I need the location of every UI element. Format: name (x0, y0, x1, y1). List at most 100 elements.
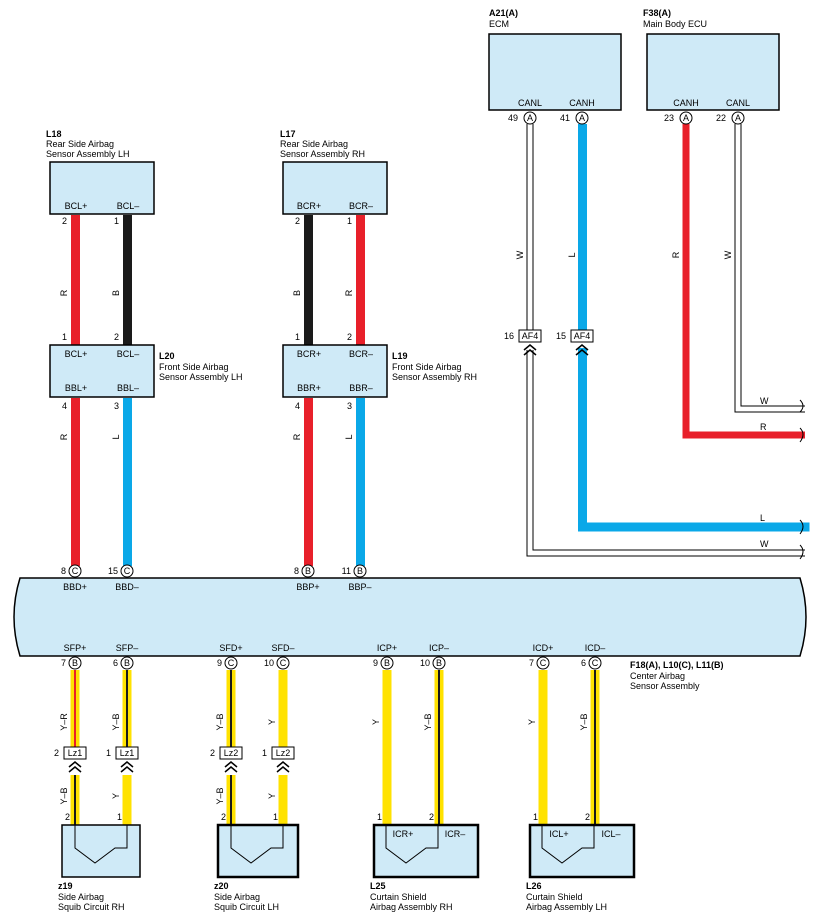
l20-wire-color1: R (59, 433, 69, 440)
l17-name1: Rear Side Airbag (280, 139, 348, 149)
ecm-pin-canl: CANL (518, 98, 542, 108)
z20-code: z20 (214, 881, 229, 891)
lz1-label-b: Lz1 (120, 748, 135, 758)
l26-pin-p2: ICL– (601, 829, 620, 839)
center-bottom-pin-3 (276, 656, 290, 670)
l17-pin-n1: 2 (295, 216, 300, 226)
ecm-pin-41: 41 (560, 113, 570, 123)
center-top-pin-3 (353, 564, 367, 578)
mb-pin-22: 22 (716, 113, 726, 123)
l25-name2: Airbag Assembly RH (370, 902, 453, 912)
center-bottom-conn-1: B (124, 658, 130, 668)
center-bottom-num-1: 6 (113, 658, 118, 668)
center-top-conn-2: B (305, 566, 311, 576)
center-bottom-label-1: SFP– (116, 643, 139, 653)
z19-pin-n1: 2 (65, 812, 70, 822)
center-bottom-conn-0: B (72, 658, 78, 668)
center-bottom-pin-1 (120, 656, 134, 670)
wire-upper-6 (538, 670, 548, 825)
lz2-pin-2: 2 (210, 748, 215, 758)
l17-code: L17 (280, 129, 296, 139)
z19-box (61, 824, 141, 878)
z20-name2: Squib Circuit LH (214, 902, 279, 912)
l25-pin-p1: ICR+ (393, 829, 414, 839)
wire-color-lower-2: Y–B (215, 787, 225, 804)
z19-name1: Side Airbag (58, 892, 104, 902)
center-top-label-3: BBP– (348, 582, 371, 592)
l18-pin2: BCL– (117, 201, 140, 211)
l20-pin-tn2: 2 (114, 332, 119, 342)
l25-code: L25 (370, 881, 386, 891)
main-body-ecu-component: F38(A) Main Body ECU CANH CANL (643, 8, 780, 111)
l19-wire-color1: R (292, 433, 302, 440)
center-label: F18(A), L10(C), L11(B) Center Airbag Sen… (630, 660, 724, 691)
center-bottom-conn-3: C (280, 658, 287, 668)
lz2-pin-1: 1 (262, 748, 267, 758)
l19-pin-bn1: 4 (295, 401, 300, 411)
center-airbag-sensor-box (13, 577, 807, 657)
center-bottom-pin-4 (380, 656, 394, 670)
z20-pin-n2: 1 (273, 812, 278, 822)
center-top-conn-1: C (124, 566, 131, 576)
l25-box (372, 823, 480, 879)
l20-pin-b1: BBL+ (65, 383, 87, 393)
l19-pin-b2: BBR– (349, 383, 373, 393)
center-top-num-2: 8 (294, 566, 299, 576)
wire-color-upper-2: Y–B (215, 713, 225, 730)
wire-color-upper-7: Y–B (579, 713, 589, 730)
l17-box (282, 161, 388, 215)
center-bottom-label-5: ICP– (429, 643, 449, 653)
l17-wire-color2: R (344, 289, 354, 296)
mb-conn-a-2: A (735, 113, 741, 123)
can-wires (526, 124, 810, 560)
l20-component: BCL+ BCL– BBL+ BBL– L20 Front Side Airba… (49, 344, 243, 398)
l25-pin-p2: ICR– (445, 829, 466, 839)
center-bottom-num-6: 7 (529, 658, 534, 668)
ecm-box (488, 33, 622, 111)
lz1-label-a: Lz1 (68, 748, 83, 758)
wire-color-lower-3: Y (267, 793, 277, 799)
center-bottom-num-4: 9 (373, 658, 378, 668)
center-bottom-label-7: ICD– (585, 643, 606, 653)
af4-connectors: AF4 16 AF4 15 (504, 329, 594, 356)
l20-code: L20 (159, 351, 175, 361)
wire-upper-3 (278, 670, 288, 747)
l17-pin-n2: 1 (347, 216, 352, 226)
center-name1: Center Airbag (630, 671, 685, 681)
l18-name2: Sensor Assembly LH (46, 149, 130, 159)
l19-wire-color2: L (344, 434, 354, 439)
wire-color-lower-0: Y–B (59, 787, 69, 804)
center-top-num-1: 15 (108, 566, 118, 576)
center-top-label-0: BBD+ (63, 582, 87, 592)
l19-pin-t2: BCR– (349, 349, 373, 359)
ecm-pin-canh: CANH (569, 98, 595, 108)
l19-pin-tn1: 1 (295, 332, 300, 342)
center-bottom-conn-4: B (384, 658, 390, 668)
center-bottom-pin-7 (588, 656, 602, 670)
l20-pin-bn2: 3 (114, 401, 119, 411)
l18-pin-n1: 2 (62, 216, 67, 226)
l19-name1: Front Side Airbag (392, 362, 462, 372)
l26-squib-symbol (541, 825, 595, 864)
l20-wire-color2: L (111, 434, 121, 439)
l18-name1: Rear Side Airbag (46, 139, 114, 149)
l26-pin-n1: 1 (533, 812, 538, 822)
mb-conn-a-1: A (683, 113, 689, 123)
l25-squib-symbol (385, 825, 439, 864)
l19-pin-bn2: 3 (347, 401, 352, 411)
l18-wire-color1: R (59, 289, 69, 296)
main-body-code: F38(A) (643, 8, 671, 18)
lz-connectors: Lz1 2 Lz1 1 Lz2 2 Lz2 1 (54, 746, 295, 773)
l19-pin-t1: BCR+ (297, 349, 321, 359)
z20-pin-n1: 2 (221, 812, 226, 822)
center-bottom-label-2: SFD+ (219, 643, 242, 653)
wire-color-upper-1: Y–B (111, 713, 121, 730)
ecm-component: A21(A) ECM CANL CANH (488, 8, 622, 111)
wire-lower-1 (122, 775, 132, 825)
l18-pin-n2: 1 (114, 216, 119, 226)
main-body-pin-canl: CANL (726, 98, 750, 108)
